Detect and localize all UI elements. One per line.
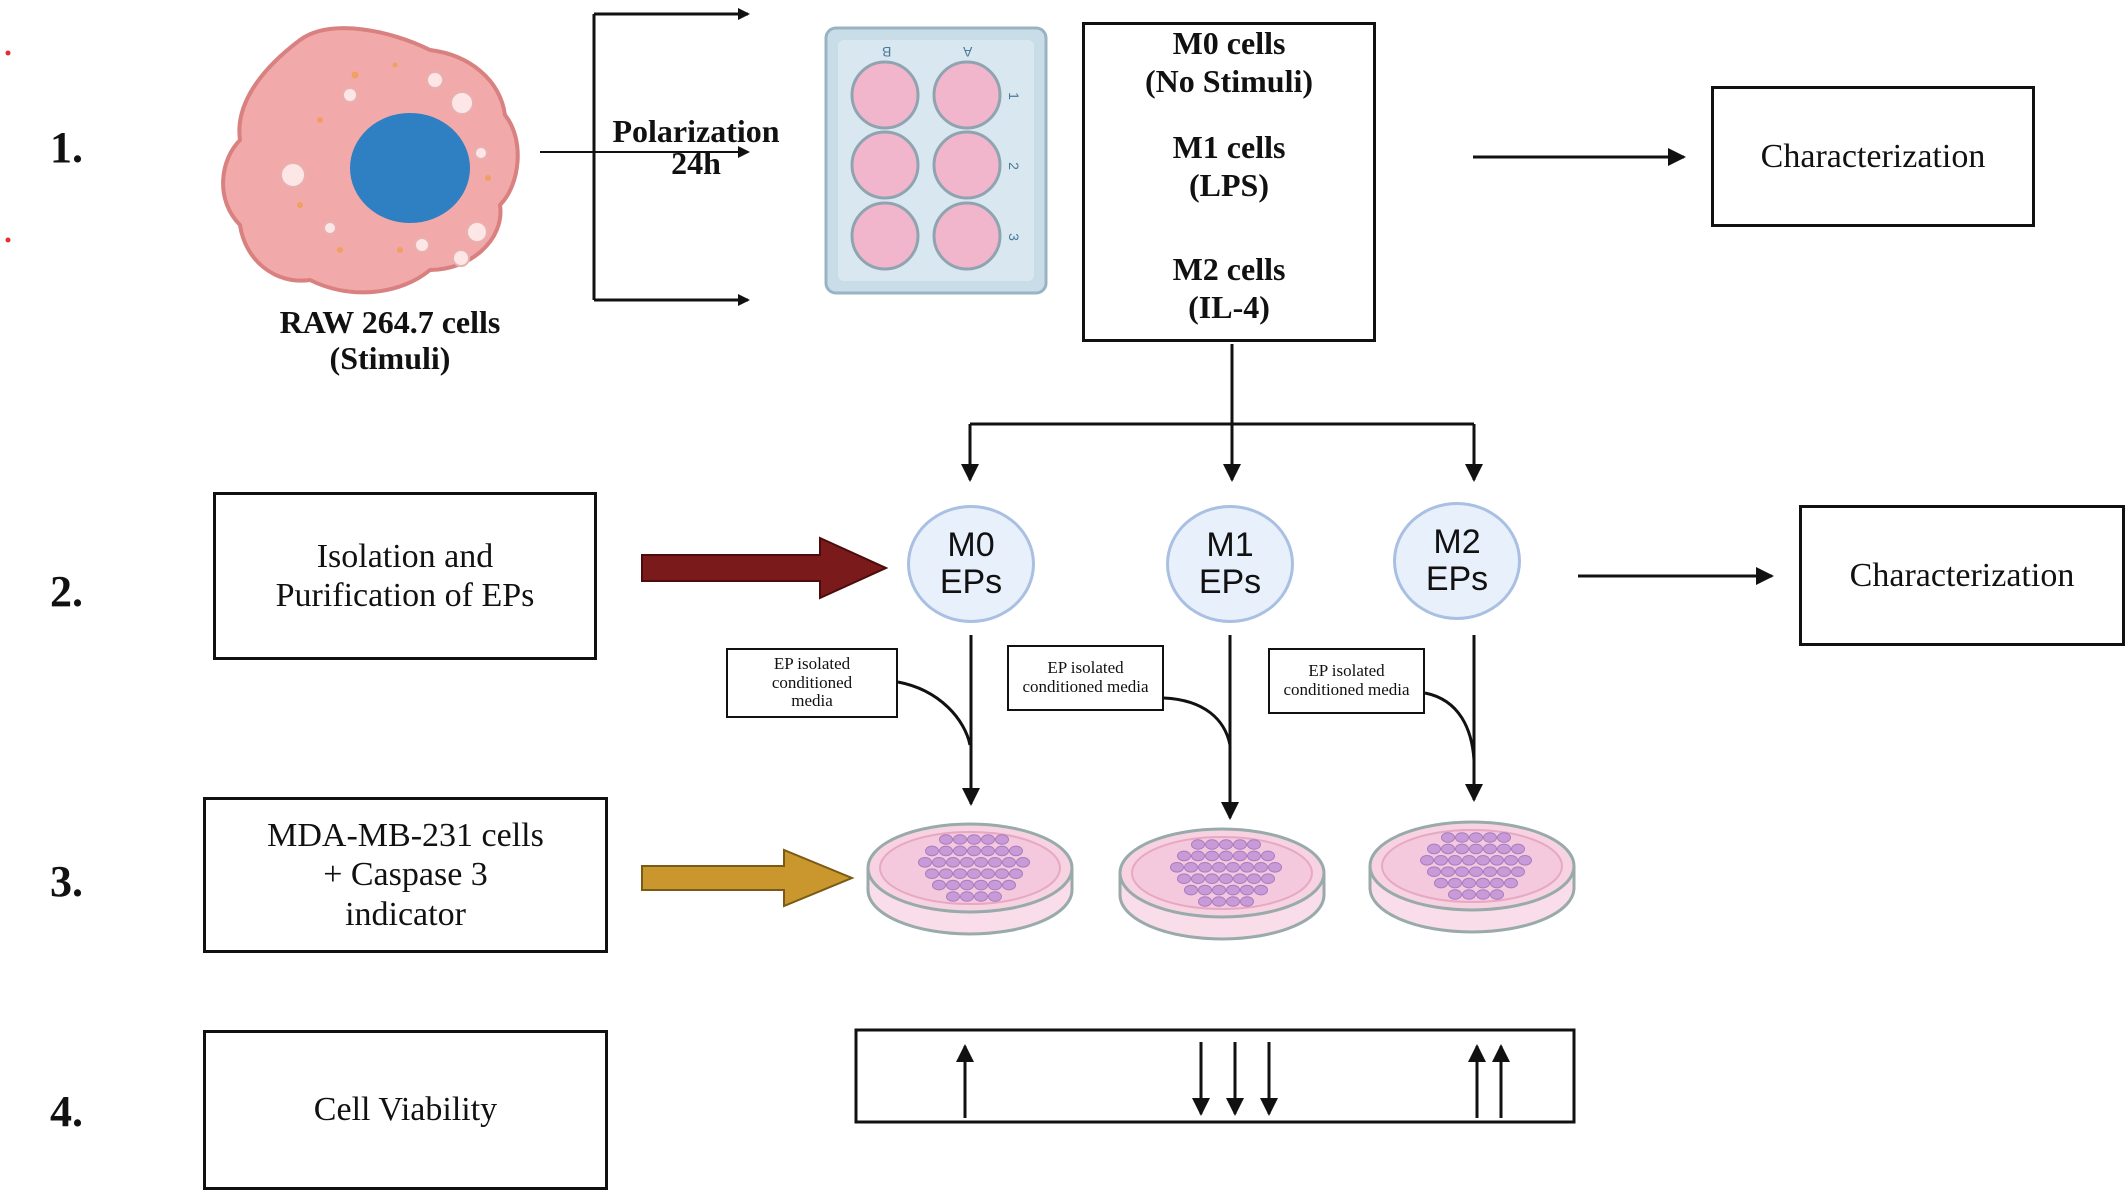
ep-m1-bottom: EPs bbox=[1198, 563, 1262, 601]
isolation-arrow bbox=[641, 536, 889, 600]
isolation-box: Isolation and Purification of EPs bbox=[213, 492, 597, 660]
characterization-box-2: Characterization bbox=[1799, 505, 2125, 646]
m2-name: M2 cells bbox=[1172, 251, 1286, 287]
mda-line3: indicator bbox=[345, 895, 466, 933]
m0-name: M0 cells bbox=[1172, 25, 1286, 61]
media-m2-line1: EP isolated bbox=[1308, 661, 1385, 681]
ep-circle-m2: M2 EPs bbox=[1393, 502, 1521, 620]
m0-stim: (No Stimuli) bbox=[1145, 63, 1313, 99]
ep-m2-bottom: EPs bbox=[1425, 560, 1489, 598]
media-m0-line1: EP isolated bbox=[773, 653, 851, 673]
mda-box: MDA-MB-231 cells + Caspase 3 indicator bbox=[203, 797, 608, 953]
plate-row-3: 3 bbox=[1005, 233, 1022, 241]
petri-dish-2 bbox=[1368, 820, 1576, 934]
media-m0-line2: conditioned bbox=[771, 672, 853, 692]
polarization-label: Polarization 24h bbox=[596, 115, 796, 179]
cell-viability-box: Cell Viability bbox=[203, 1030, 608, 1190]
red-dot bbox=[5, 237, 11, 243]
m2-stim: (IL-4) bbox=[1188, 289, 1270, 325]
step-number-4: 4. bbox=[50, 1087, 83, 1136]
isolation-line1: Isolation and bbox=[316, 537, 494, 575]
polarization-time: 24h bbox=[671, 145, 721, 181]
red-dot bbox=[5, 50, 11, 56]
media-m1-line1: EP isolated bbox=[1047, 658, 1124, 678]
media-label-m0: EP isolated conditioned media bbox=[726, 648, 898, 718]
step-number-2: 2. bbox=[50, 567, 83, 616]
plate-row-2: 2 bbox=[1005, 162, 1022, 170]
raw-cells-label: RAW 264.7 cells (Stimuli) bbox=[220, 304, 560, 377]
plate-col-b: B bbox=[882, 44, 892, 60]
media-m0-line3: media bbox=[791, 691, 833, 711]
petri-dish-1 bbox=[1118, 827, 1326, 941]
six-well-plate-illustration bbox=[824, 26, 1048, 295]
viability-bar bbox=[854, 1028, 1576, 1124]
plate-col-a: A bbox=[963, 44, 973, 60]
media-label-m2: EP isolated conditioned media bbox=[1268, 648, 1425, 714]
ep-m0-top: M0 bbox=[947, 526, 995, 565]
m1-stim: (LPS) bbox=[1189, 167, 1269, 203]
ep-m1-top: M1 bbox=[1206, 526, 1254, 565]
ep-circle-m0: M0 EPs bbox=[907, 505, 1035, 623]
ep-m0-bottom: EPs bbox=[939, 563, 1003, 601]
raw-cells-name: RAW 264.7 cells bbox=[279, 304, 501, 340]
ep-m2-top: M2 bbox=[1433, 523, 1481, 562]
media-label-m1: EP isolated conditioned media bbox=[1007, 645, 1164, 711]
ep-circle-m1: M1 EPs bbox=[1166, 505, 1294, 623]
polarization-text: Polarization bbox=[612, 113, 780, 149]
raw-cells-stimuli: (Stimuli) bbox=[329, 339, 451, 376]
media-m1-line2: conditioned media bbox=[1022, 677, 1149, 696]
macrophage-types-box: M0 cells (No Stimuli) M1 cells (LPS) M2 … bbox=[1082, 22, 1376, 342]
petri-dish-0 bbox=[866, 822, 1074, 936]
mda-line1: MDA-MB-231 cells bbox=[267, 817, 544, 855]
m1-name: M1 cells bbox=[1172, 129, 1286, 165]
mda-line2: + Caspase 3 bbox=[323, 856, 488, 894]
mda-arrow bbox=[641, 848, 855, 908]
characterization-box-1: Characterization bbox=[1711, 86, 2035, 227]
media-m2-line2: conditioned media bbox=[1283, 680, 1410, 699]
raw-cell-illustration bbox=[221, 26, 520, 295]
isolation-line2: Purification of EPs bbox=[275, 577, 535, 614]
plate-row-1: 1 bbox=[1005, 92, 1022, 100]
step-number-1: 1. bbox=[50, 123, 83, 172]
step-number-3: 3. bbox=[50, 857, 83, 906]
